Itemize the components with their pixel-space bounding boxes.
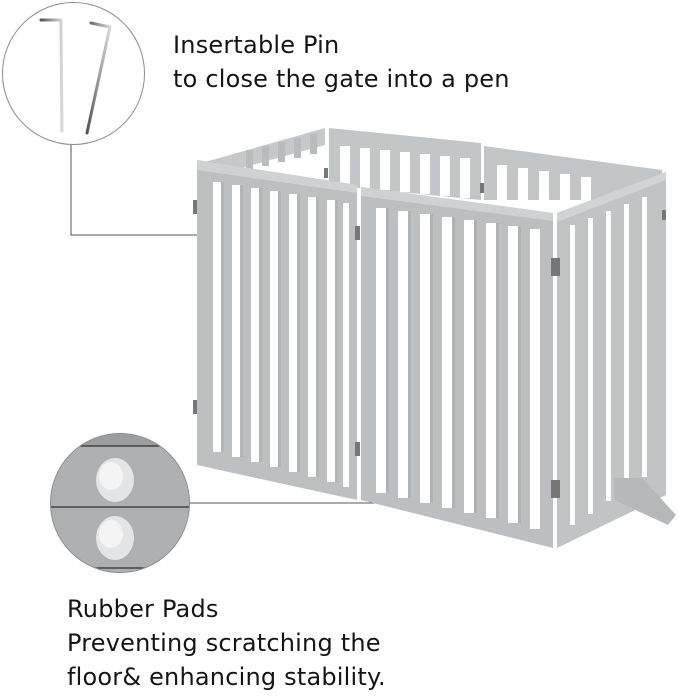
- rubber-pad-callout-line1: Preventing scratching the: [67, 629, 381, 657]
- gate-panel-back-center: [329, 128, 481, 200]
- gate-panel-front-right: [557, 172, 666, 548]
- pin-callout: Insertable Pin to close the gate into a …: [173, 28, 510, 96]
- gate-panel-back-right: [484, 146, 662, 208]
- gate-support-foot: [614, 478, 676, 525]
- pin-icon: [39, 18, 112, 135]
- rubber-pad-icon: [51, 434, 189, 572]
- hinges: [193, 168, 666, 498]
- pin-detail-circle: [2, 2, 145, 145]
- pin-callout-subtitle: to close the gate into a pen: [173, 65, 510, 93]
- gate-panel-front-left: [197, 160, 357, 500]
- gate-panel-front-center: [361, 187, 553, 548]
- rubber-pad-callout: Rubber Pads Preventing scratching the fl…: [67, 592, 386, 694]
- pin-callout-title: Insertable Pin: [173, 31, 340, 59]
- rubber-pad-detail-circle: [50, 433, 190, 573]
- gate-panel-back-left: [205, 128, 325, 178]
- rubber-pad-callout-line2: floor& enhancing stability.: [67, 663, 386, 691]
- rubber-pad-callout-title: Rubber Pads: [67, 595, 219, 623]
